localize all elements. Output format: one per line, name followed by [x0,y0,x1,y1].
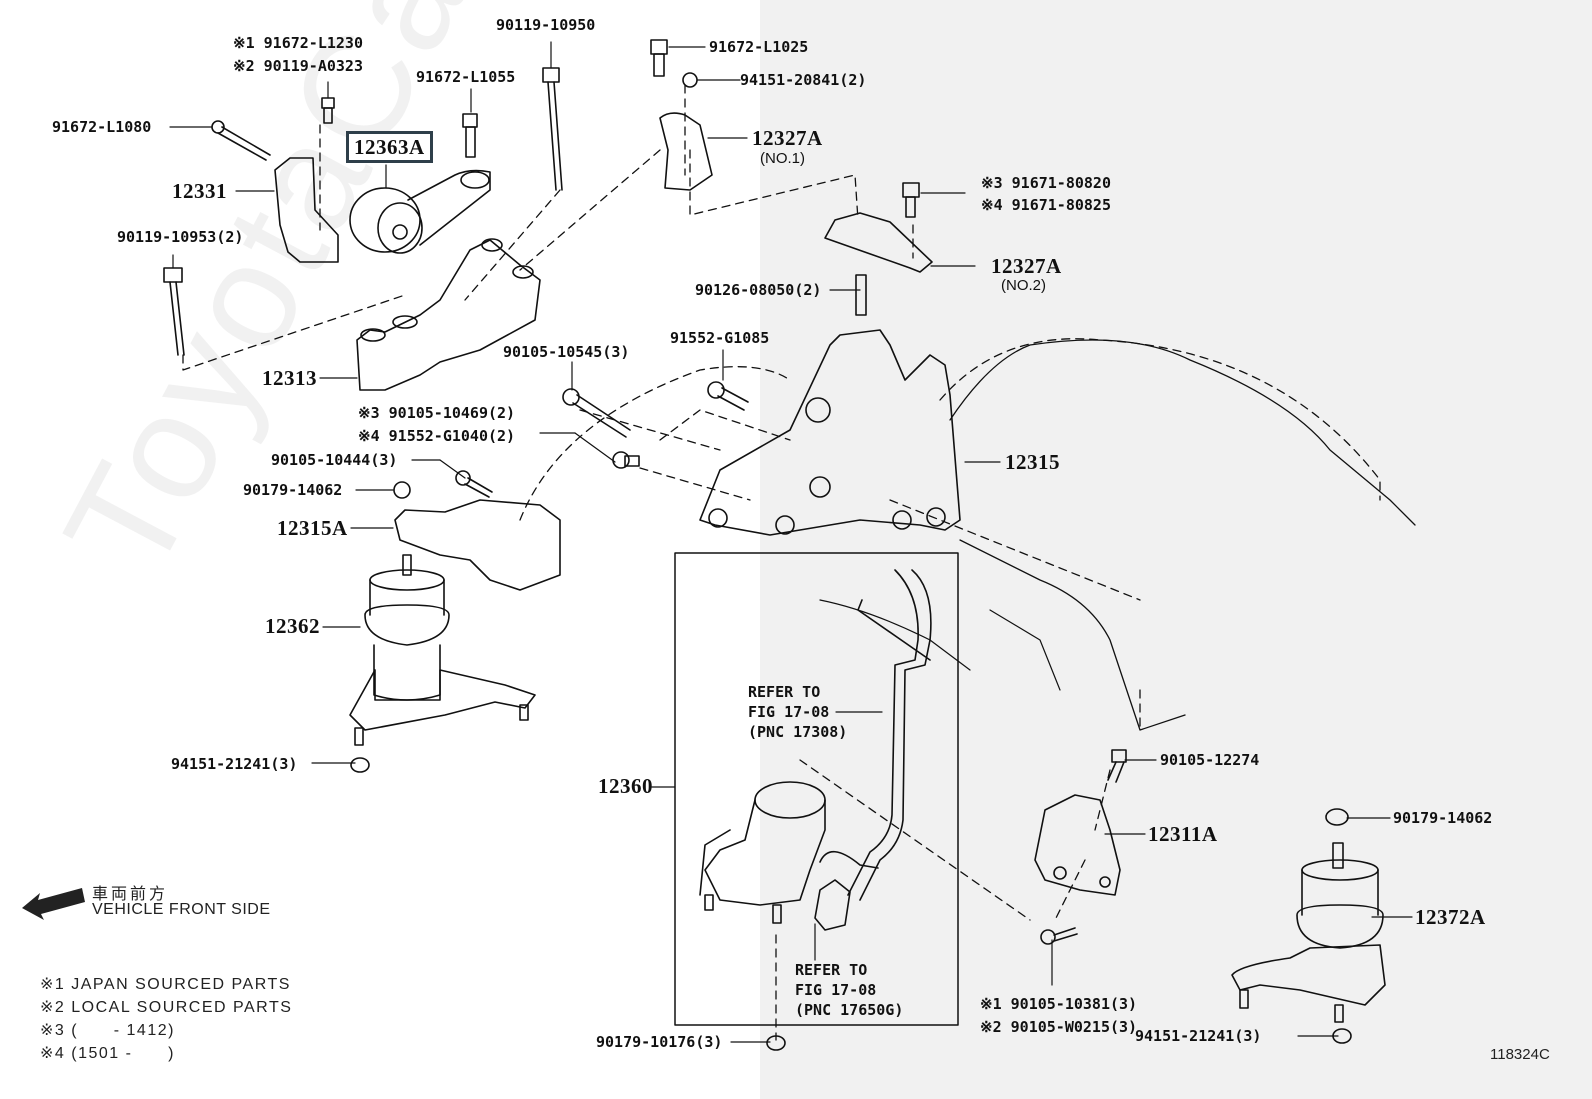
bracket-12331 [274,157,339,263]
part-label-91552-G1040[interactable]: ※4 91552-G1040(2) [358,427,516,445]
bolt-91672-L1080 [211,120,271,161]
part-label-12360[interactable]: 12360 [598,774,653,798]
bolt-90119-A0323 [321,97,335,124]
bracket-12315A [394,499,561,591]
vehicle-front-label-jp: 車両前方 [92,886,169,903]
part-label-12327A-no1-sub: (NO.1) [760,150,805,167]
part-label-90105-10469[interactable]: ※3 90105-10469(2) [358,404,516,422]
part-label-90105-10545[interactable]: 90105-10545(3) [503,343,630,361]
part-label-90179-10176[interactable]: 90179-10176(3) [596,1033,723,1051]
nut-94151-20841 [682,72,698,88]
vehicle-front-label: VEHICLE FRONT SIDE [92,901,271,918]
engine-mount-12362 [349,554,536,746]
part-label-90119-10953[interactable]: 90119-10953(2) [117,228,244,246]
torque-rod-12363A [349,169,491,254]
part-label-90179-14062-a[interactable]: 90179-14062 [243,481,343,499]
hose-assembly [819,569,932,901]
part-label-91672-L1230[interactable]: ※1 91672-L1230 [233,34,363,52]
bolt-90119-10950 [542,67,563,191]
engine-outline [949,339,1416,526]
refer-note-pnc-17650G[interactable]: REFER TO FIG 17-08 (PNC 17650G) [795,961,904,1019]
bracket-12327A-no2 [824,212,933,273]
bolt-90105-10381 [1040,927,1078,945]
part-label-91672-L1080[interactable]: 91672-L1080 [52,118,152,136]
bracket-12313 [356,239,541,391]
bolt-90105-10444 [455,470,493,498]
part-label-91552-G1085[interactable]: 91552-G1085 [670,329,770,347]
part-label-12327A-no2[interactable]: 12327A [991,254,1062,278]
group-box-12360 [674,552,959,1026]
bolt-90105-10469 [612,451,640,469]
engine-mount-12372A [1231,808,1386,1023]
part-label-12362[interactable]: 12362 [265,614,320,638]
part-label-90105-10444[interactable]: 90105-10444(3) [271,451,398,469]
part-label-12327A-no1[interactable]: 12327A [752,126,823,150]
part-label-91672-L1055[interactable]: 91672-L1055 [416,68,516,86]
part-label-90105-W0215[interactable]: ※2 90105-W0215(3) [980,1018,1138,1036]
refer-note-pnc-17308[interactable]: REFER TO FIG 17-08 (PNC 17308) [748,683,848,741]
bolt-90119-10953 [163,267,185,356]
actuator-12360 [699,781,851,931]
part-label-94151-21241-a[interactable]: 94151-21241(3) [171,755,298,773]
bracket-12327A-no1 [659,112,713,191]
part-label-12372A[interactable]: 12372A [1415,905,1486,929]
legend-note-1: ※1 JAPAN SOURCED PARTS [40,976,291,993]
part-label-12331[interactable]: 12331 [172,179,227,203]
part-label-90105-10381[interactable]: ※1 90105-10381(3) [980,995,1138,1013]
bolt-91671-80820 [902,182,920,218]
nut-94151-21241-a [350,757,370,773]
bolt-91672-L1055 [462,113,478,158]
legend-note-2: ※2 LOCAL SOURCED PARTS [40,999,293,1016]
nut-90179-14062-a [393,481,411,499]
part-label-90126-08050[interactable]: 90126-08050(2) [695,281,822,299]
part-label-12363A-highlighted[interactable]: 12363A [346,131,433,163]
part-label-12315[interactable]: 12315 [1005,450,1060,474]
part-label-90179-14062-b[interactable]: 90179-14062 [1393,809,1493,827]
bolt-90105-10545 [562,388,631,438]
part-label-12327A-no2-sub: (NO.2) [1001,277,1046,294]
legend-note-3: ※3 ( - 1412) [40,1022,175,1039]
dashed-assembly-lines [182,84,1381,1041]
nut-90179-10176 [766,1035,786,1051]
legend-note-4: ※4 (1501 - ) [40,1045,175,1062]
part-label-12315A[interactable]: 12315A [277,516,348,540]
bolt-90105-12274 [1107,749,1127,783]
part-label-91672-L1025[interactable]: 91672-L1025 [709,38,809,56]
bracket-12311A [1034,794,1121,896]
part-label-94151-21241-b[interactable]: 94151-21241(3) [1135,1027,1262,1045]
vehicle-front-arrow-icon [22,888,85,920]
part-label-90119-10950[interactable]: 90119-10950 [496,16,596,34]
part-label-90105-12274[interactable]: 90105-12274 [1160,751,1260,769]
part-label-91671-80825[interactable]: ※4 91671-80825 [981,196,1111,214]
diagram-background-right [760,0,1592,1099]
diagram-id: 118324C [1490,1046,1550,1063]
nut-94151-21241-b [1332,1028,1352,1044]
leader-lines [169,41,1413,1043]
part-label-12311A[interactable]: 12311A [1148,822,1218,846]
bolt-91552-G1085 [707,381,749,411]
part-label-91671-80820[interactable]: ※3 91671-80820 [981,174,1111,192]
stud-90126-08050 [855,274,867,316]
part-label-90119-A0323[interactable]: ※2 90119-A0323 [233,57,363,75]
bolt-91672-L1025 [650,39,668,77]
bracket-12315 [699,329,961,536]
part-label-12313[interactable]: 12313 [262,366,317,390]
part-label-94151-20841[interactable]: 94151-20841(2) [740,71,867,89]
